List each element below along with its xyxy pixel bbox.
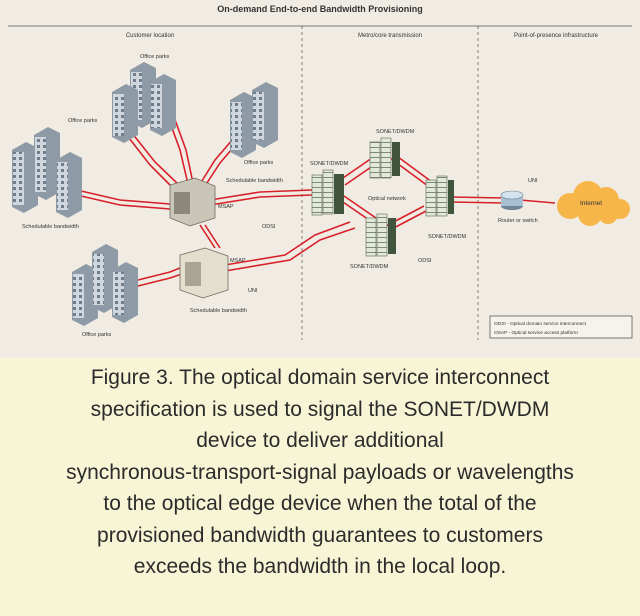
label-office-parks-right: Office parks <box>244 160 273 166</box>
label-schedulable-bandwidth-3: Schedulable bandwidth <box>190 308 247 314</box>
legend: ODSI - Optical domain service interconne… <box>489 315 633 339</box>
caption-line: provisioned bandwidth guarantees to cust… <box>97 523 543 547</box>
internet-cloud-icon <box>557 181 630 226</box>
section-pop: Point-of-presence infrastructure <box>514 33 599 39</box>
label-office-parks-top: Office parks <box>140 54 169 60</box>
figure-caption: Figure 3. The optical domain service int… <box>0 358 640 616</box>
office-park-top <box>112 62 176 143</box>
caption-line: to the optical edge device when the tota… <box>103 492 537 515</box>
office-park-bottom <box>72 244 138 326</box>
label-msap-2: MSAP <box>230 258 246 264</box>
legend-osap: OSAP - Optical service access platform <box>494 330 578 336</box>
section-metro: Metro/core transmission <box>358 33 422 39</box>
msap-2 <box>179 247 229 299</box>
label-uni-pop: UNI <box>528 178 538 184</box>
label-odsi-1: ODSI <box>262 224 276 230</box>
sonet-dwdm-right <box>425 175 454 217</box>
caption-line: specification is used to signal the SONE… <box>90 397 550 421</box>
legend-odsi: ODSI - Optical domain service interconne… <box>494 321 587 327</box>
label-schedulable-bandwidth-2: Schedulable bandwidth <box>226 178 283 184</box>
label-sonet-dwdm-2: SONET/DWDM <box>376 129 415 135</box>
caption-line: Figure 3. The optical domain service int… <box>90 366 550 389</box>
label-optical-network: Optical network <box>368 196 406 202</box>
network-links <box>54 94 556 289</box>
label-msap-1: MSAP <box>218 204 234 210</box>
network-diagram: On-demand End-to-end Bandwidth Provision… <box>0 0 640 358</box>
label-schedulable-bandwidth-1: Schedulable bandwidth <box>22 224 79 230</box>
caption-line: exceeds the bandwidth in the local loop. <box>133 555 507 578</box>
office-park-left <box>12 127 82 218</box>
label-uni: UNI <box>248 288 258 294</box>
sonet-dwdm-left <box>311 169 344 216</box>
label-internet: Internet <box>580 200 602 207</box>
caption-line: device to deliver additional <box>196 429 444 452</box>
label-office-parks-left: Office parks <box>68 118 97 124</box>
sonet-dwdm-top <box>369 137 400 179</box>
label-odsi-2: ODSI <box>418 258 432 264</box>
caption-line: synchronous-transport-signal payloads or… <box>66 460 574 484</box>
sonet-dwdm-bottom <box>365 213 396 257</box>
diagram-title: On-demand End-to-end Bandwidth Provision… <box>217 4 423 14</box>
router-icon <box>500 190 524 210</box>
label-sonet-dwdm-4: SONET/DWDM <box>350 264 389 270</box>
label-office-parks-bottom: Office parks <box>82 332 111 338</box>
label-sonet-dwdm-3: SONET/DWDM <box>428 234 467 240</box>
msap-1 <box>169 177 216 227</box>
section-customer: Customer location <box>126 33 174 39</box>
label-router: Router or switch <box>498 218 538 224</box>
label-sonet-dwdm-1: SONET/DWDM <box>310 161 349 167</box>
office-park-right <box>230 82 278 158</box>
